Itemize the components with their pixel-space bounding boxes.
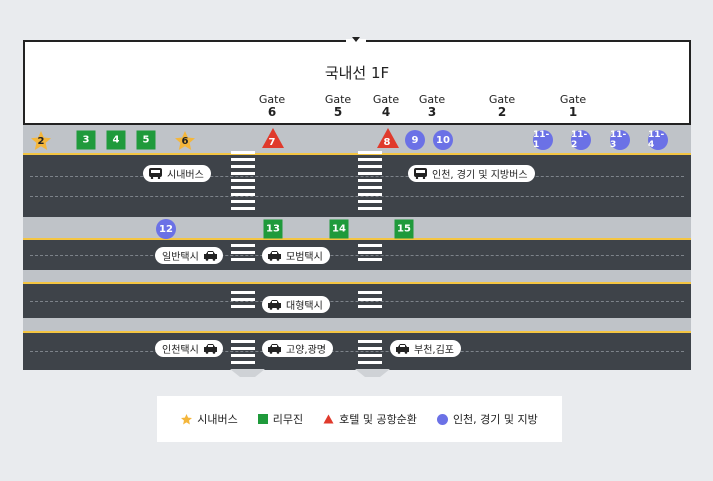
marker-limousine[interactable]: 3 <box>76 130 96 150</box>
stop-city-bus[interactable]: 시내버스 <box>143 165 211 182</box>
marker-regional[interactable]: 9 <box>405 130 425 150</box>
marker-limousine[interactable]: 13 <box>263 219 283 239</box>
circle-icon <box>436 413 448 425</box>
median-3 <box>23 318 691 333</box>
triangle-icon <box>377 128 399 148</box>
square-icon <box>257 414 268 424</box>
bus-icon <box>414 168 427 179</box>
curb <box>23 282 691 284</box>
taxi-icon <box>268 251 281 261</box>
crosswalk <box>358 151 382 213</box>
marker-limousine[interactable]: 4 <box>106 130 126 150</box>
stop-model-taxi[interactable]: 모범택시 <box>262 247 330 264</box>
triangle-icon <box>323 414 334 424</box>
curb <box>23 153 691 155</box>
stop-large-taxi[interactable]: 대형택시 <box>262 296 330 313</box>
road-bus-lane <box>23 155 691 217</box>
crosswalk <box>358 291 382 311</box>
taxi-icon <box>203 344 217 354</box>
crosswalk <box>231 151 255 213</box>
marker-hotel-airport[interactable]: 8 <box>377 128 399 149</box>
crosswalk <box>231 340 255 367</box>
stop-bucheon-taxi[interactable]: 부천,김포 <box>390 340 461 357</box>
legend-hotel: 호텔 및 공항순환 <box>323 411 417 427</box>
crosswalk <box>358 244 382 264</box>
marker-regional[interactable]: 11-4 <box>648 130 668 150</box>
terminal-title: 국내선 1F <box>324 64 390 82</box>
stop-incheon-taxi[interactable]: 인천택시 <box>155 340 223 357</box>
crosswalk <box>231 291 255 311</box>
taxi-icon <box>396 344 409 354</box>
marker-regional[interactable]: 11-1 <box>533 130 553 150</box>
taxi-icon <box>203 251 217 261</box>
median-2 <box>23 270 691 284</box>
marker-city-bus[interactable]: 2 <box>31 131 51 151</box>
marker-city-bus[interactable]: 6 <box>175 131 195 151</box>
star-icon <box>181 413 193 424</box>
legend-city-bus: 시내버스 <box>181 411 238 427</box>
marker-regional[interactable]: 10 <box>433 130 453 150</box>
exit-ramp <box>230 369 390 377</box>
legend: 시내버스 리무진 호텔 및 공항순환 인천, 경기 및 지방 <box>157 396 562 442</box>
crosswalk <box>231 244 255 264</box>
marker-regional[interactable]: 11-2 <box>571 130 591 150</box>
curb <box>23 238 691 240</box>
legend-limousine: 리무진 <box>257 411 303 427</box>
median-1 <box>23 217 691 240</box>
legend-regional: 인천, 경기 및 지방 <box>436 411 538 427</box>
terminal-entrance-icon <box>346 37 366 43</box>
curb <box>23 331 691 333</box>
taxi-icon <box>268 300 281 310</box>
stop-general-taxi[interactable]: 일반택시 <box>155 247 223 264</box>
marker-limousine[interactable]: 14 <box>329 219 349 239</box>
triangle-icon <box>262 128 284 148</box>
taxi-icon <box>268 344 281 354</box>
crosswalk <box>358 340 382 367</box>
star-icon <box>31 131 51 150</box>
marker-regional[interactable]: 12 <box>156 219 176 239</box>
marker-regional[interactable]: 11-3 <box>610 130 630 150</box>
marker-limousine[interactable]: 15 <box>394 219 414 239</box>
stop-goyang-taxi[interactable]: 고양,광명 <box>262 340 333 357</box>
star-icon <box>175 131 195 150</box>
bus-icon <box>149 168 162 179</box>
stop-regional-bus[interactable]: 인천, 경기 및 지방버스 <box>408 165 535 182</box>
marker-hotel-airport[interactable]: 7 <box>262 128 284 149</box>
marker-limousine[interactable]: 5 <box>136 130 156 150</box>
gate-doors <box>258 123 633 125</box>
